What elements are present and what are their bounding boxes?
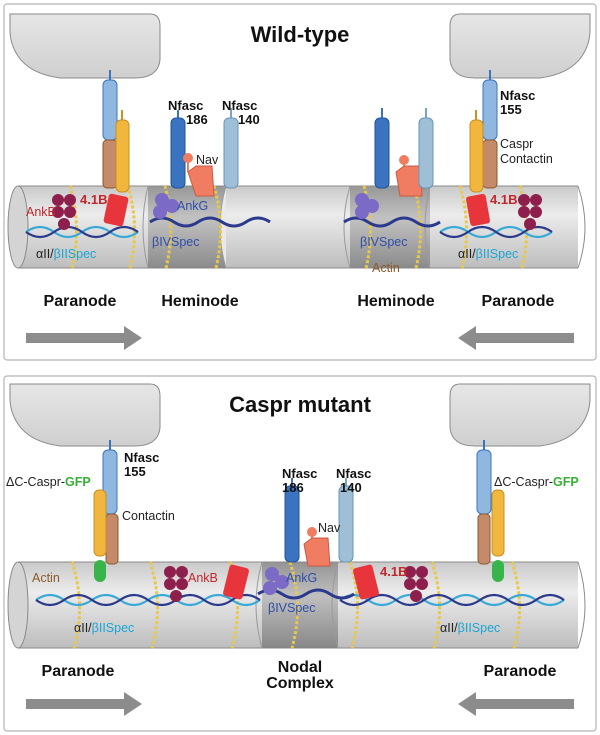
band41b-shape-2a bbox=[223, 564, 249, 600]
caspr-mutant-panel: Caspr mutant bbox=[3, 375, 597, 732]
heminode-left-complex bbox=[153, 108, 239, 219]
contactin-label: Contactin bbox=[500, 152, 553, 166]
spectrin-left-label-2: αII/βIISpec bbox=[74, 621, 134, 635]
region-paranode-right-2: Paranode bbox=[484, 663, 557, 680]
region-nodal: Nodal bbox=[278, 659, 322, 676]
glia-right bbox=[449, 13, 591, 79]
arrow-right-icon bbox=[26, 692, 142, 716]
actin-label-2: Actin bbox=[32, 571, 60, 585]
region-complex: Complex bbox=[266, 675, 334, 692]
nfasc186-label-a-2: Nfasc bbox=[282, 466, 317, 481]
nav-label: Nav bbox=[196, 153, 219, 167]
dc-caspr-right-label: ΔC-Caspr-GFP bbox=[494, 475, 579, 489]
nfasc140-label-b-2: 140 bbox=[340, 480, 362, 495]
spectrin-right-label: αII/βIISpec bbox=[458, 247, 518, 261]
wild-type-panel: Wild-type bbox=[3, 3, 597, 361]
paranode-left-complex-2 bbox=[93, 440, 119, 582]
glia-left bbox=[9, 13, 161, 79]
band41b-left-label: 4.1B bbox=[80, 192, 107, 207]
ankb-left bbox=[52, 194, 76, 230]
band41b-left-shape bbox=[103, 193, 129, 227]
glia-left-2 bbox=[9, 383, 161, 447]
heminode-right-complex bbox=[355, 108, 434, 219]
nfasc140-label-b: 140 bbox=[238, 112, 260, 127]
dc-caspr-left-label: ΔC-Caspr-GFP bbox=[6, 475, 91, 489]
panel-title: Wild-type bbox=[251, 22, 350, 47]
region-paranode-right: Paranode bbox=[482, 293, 555, 310]
actin-label: Actin bbox=[372, 261, 400, 275]
arrow-right-icon bbox=[26, 326, 142, 350]
nodal-complex bbox=[263, 478, 354, 595]
nfasc155-label-b: 155 bbox=[500, 102, 522, 117]
panel-title-2: Caspr mutant bbox=[229, 392, 371, 417]
bivspec-label-2: βIVSpec bbox=[268, 601, 316, 615]
ankg-label: AnkG bbox=[177, 199, 208, 213]
nfasc155-label-b-2: 155 bbox=[124, 464, 146, 479]
bivspec-right-label: βIVSpec bbox=[360, 235, 408, 249]
arrow-left-icon bbox=[458, 692, 574, 716]
paranode-right-complex bbox=[466, 70, 542, 230]
ankb-label-2: AnkB bbox=[188, 571, 218, 585]
nfasc186-label-b-2: 186 bbox=[282, 480, 304, 495]
glia-right-2 bbox=[449, 383, 591, 447]
ankb-2b bbox=[404, 566, 428, 602]
paranode-left-complex bbox=[102, 70, 130, 193]
paranode-right-complex-2 bbox=[476, 440, 505, 582]
contactin-label-2: Contactin bbox=[122, 509, 175, 523]
ankg-label-2: AnkG bbox=[286, 571, 317, 585]
band41b-right-label: 4.1B bbox=[490, 192, 517, 207]
spectrin-right-label-2: αII/βIISpec bbox=[440, 621, 500, 635]
ankb-label: AnkB bbox=[26, 205, 56, 219]
nfasc186-label-b: 186 bbox=[186, 112, 208, 127]
caspr-label: Caspr bbox=[500, 137, 533, 151]
nfasc140-label-a: Nfasc bbox=[222, 98, 257, 113]
region-paranode-left-2: Paranode bbox=[42, 663, 115, 680]
region-heminode-right: Heminode bbox=[357, 293, 434, 310]
nfasc155-label-a: Nfasc bbox=[500, 88, 535, 103]
nfasc140-label-a-2: Nfasc bbox=[336, 466, 371, 481]
region-heminode-left: Heminode bbox=[161, 293, 238, 310]
arrow-left-icon bbox=[458, 326, 574, 350]
nav-label-2: Nav bbox=[318, 521, 341, 535]
ankb-2 bbox=[164, 566, 188, 602]
band41b-shape-2b bbox=[353, 564, 379, 600]
bivspec-left-helix bbox=[149, 216, 271, 228]
bivspec-left-label: βIVSpec bbox=[152, 235, 200, 249]
band41b-label-2: 4.1B bbox=[380, 564, 407, 579]
nfasc155-label-a-2: Nfasc bbox=[124, 450, 159, 465]
nfasc186-label-a: Nfasc bbox=[168, 98, 203, 113]
spectrin-left bbox=[25, 225, 139, 239]
region-paranode-left: Paranode bbox=[44, 293, 117, 310]
spectrin-left-label: αII/βIISpec bbox=[36, 247, 96, 261]
